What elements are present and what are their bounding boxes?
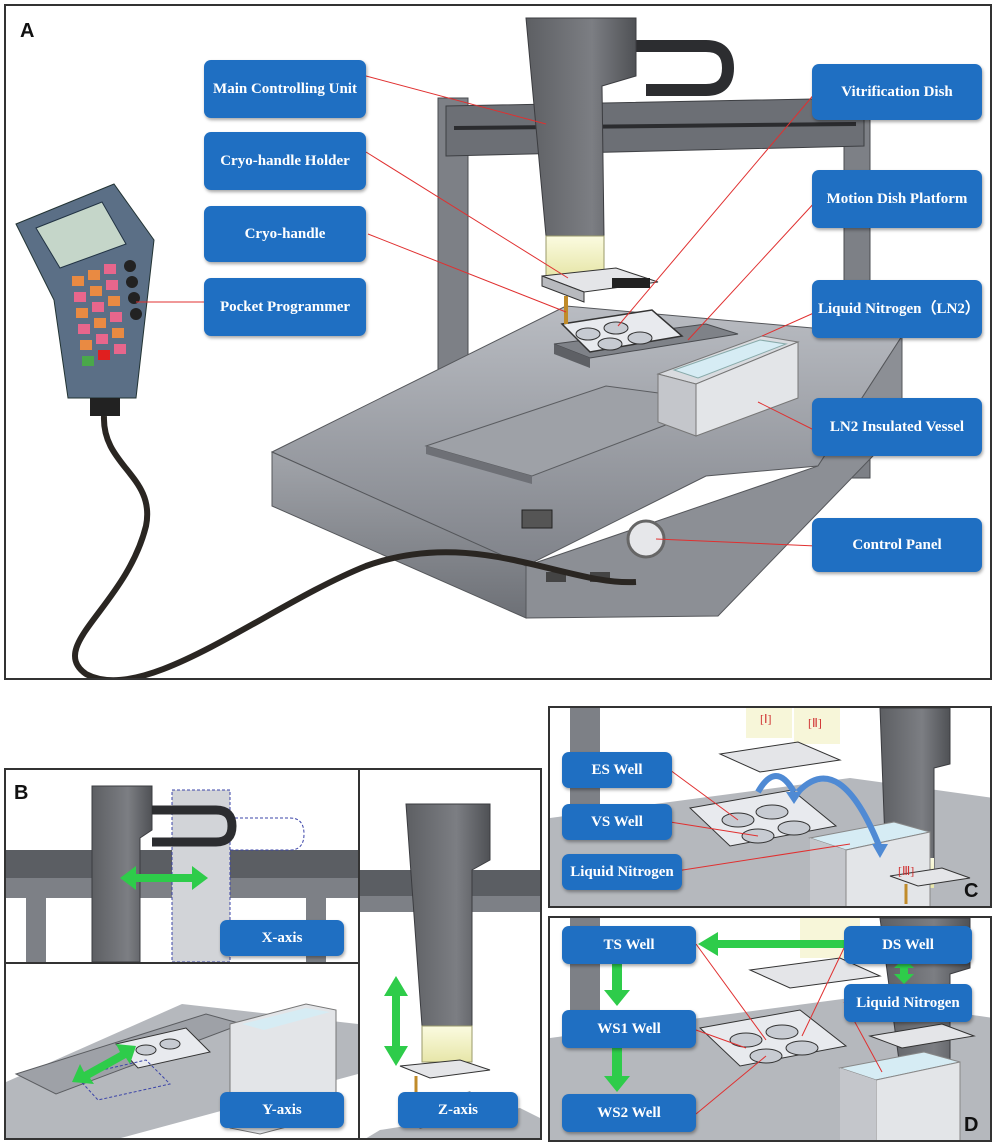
transfer-arrow-1 <box>755 773 797 794</box>
callout-cryo-handle-holder: Cryo-handle Holder <box>204 132 366 190</box>
d-liquid-nitrogen-label: Liquid Nitrogen <box>844 984 972 1022</box>
arrow-ds-to-ts <box>698 932 844 956</box>
ws2-well-label: WS2 Well <box>562 1094 696 1132</box>
transfer-arrow-2 <box>795 775 883 850</box>
callout-main-controlling-unit: Main Controlling Unit <box>204 60 366 118</box>
y-axis-arrow <box>72 1044 136 1084</box>
c-liquid-nitrogen-label: Liquid Nitrogen <box>562 854 682 890</box>
arrow-ts-to-ws1 <box>604 962 630 1006</box>
display-window <box>521 509 553 529</box>
ds-well-label: DS Well <box>844 926 972 964</box>
panel-d-label: D <box>964 1114 979 1136</box>
callout-vitrification-dish: Vitrification Dish <box>812 64 982 120</box>
ln2-vessel <box>656 335 800 437</box>
cable-chain <box>636 40 735 96</box>
b-x-axis-subpanel: X-axis <box>6 770 360 964</box>
ts-well-label: TS Well <box>562 926 696 964</box>
panel-d: TS Well WS1 Well WS2 Well DS Well Liquid… <box>548 916 992 1142</box>
programmer-cable <box>71 415 637 678</box>
arrow-ln2-to-ds <box>894 958 914 984</box>
step-2-label: [Ⅱ] <box>808 716 822 730</box>
arrow-ws1-to-ws2 <box>604 1048 630 1092</box>
pocket-programmer <box>15 183 155 416</box>
callout-control-panel: Control Panel <box>812 518 982 572</box>
callout-motion-dish-platform: Motion Dish Platform <box>812 170 982 228</box>
panel-a: A Main Controlling Unit Cryo-handle Hold… <box>4 4 992 680</box>
vitrification-dish <box>560 309 684 353</box>
callout-cryo-handle: Cryo-handle <box>204 206 366 262</box>
z-axis-illustration <box>360 803 540 1138</box>
ws1-well-label: WS1 Well <box>562 1010 696 1048</box>
step-1-label: [Ⅰ] <box>760 712 772 726</box>
vs-well-label: VS Well <box>562 804 672 840</box>
x-axis-label: X-axis <box>220 920 344 956</box>
panel-c: [Ⅰ] [Ⅱ] [Ⅲ] ES Well VS Well Liquid Nitro… <box>548 706 992 908</box>
y-axis-label: Y-axis <box>220 1092 344 1128</box>
callout-liquid-nitrogen: Liquid Nitrogen（LN2） <box>812 280 982 338</box>
panel-b-label: B <box>14 782 29 804</box>
panel-a-label: A <box>20 20 35 42</box>
main-unit-light <box>545 235 605 277</box>
z-axis-arrow <box>384 976 408 1066</box>
callout-pocket-programmer: Pocket Programmer <box>204 278 366 336</box>
x-axis-arrow <box>120 866 208 890</box>
callout-ln2-insulated-vessel: LN2 Insulated Vessel <box>812 398 982 456</box>
cryo-handle-holder <box>541 267 659 303</box>
z-axis-label: Z-axis <box>398 1092 518 1128</box>
es-well-label: ES Well <box>562 752 672 788</box>
b-z-axis-subpanel: Z-axis <box>360 770 540 1138</box>
step-3-label: [Ⅲ] <box>898 864 915 878</box>
b-y-axis-subpanel: Y-axis <box>6 964 360 1138</box>
panel-c-label: C <box>964 880 979 902</box>
panel-b: X-axis Y-axis <box>4 768 542 1140</box>
